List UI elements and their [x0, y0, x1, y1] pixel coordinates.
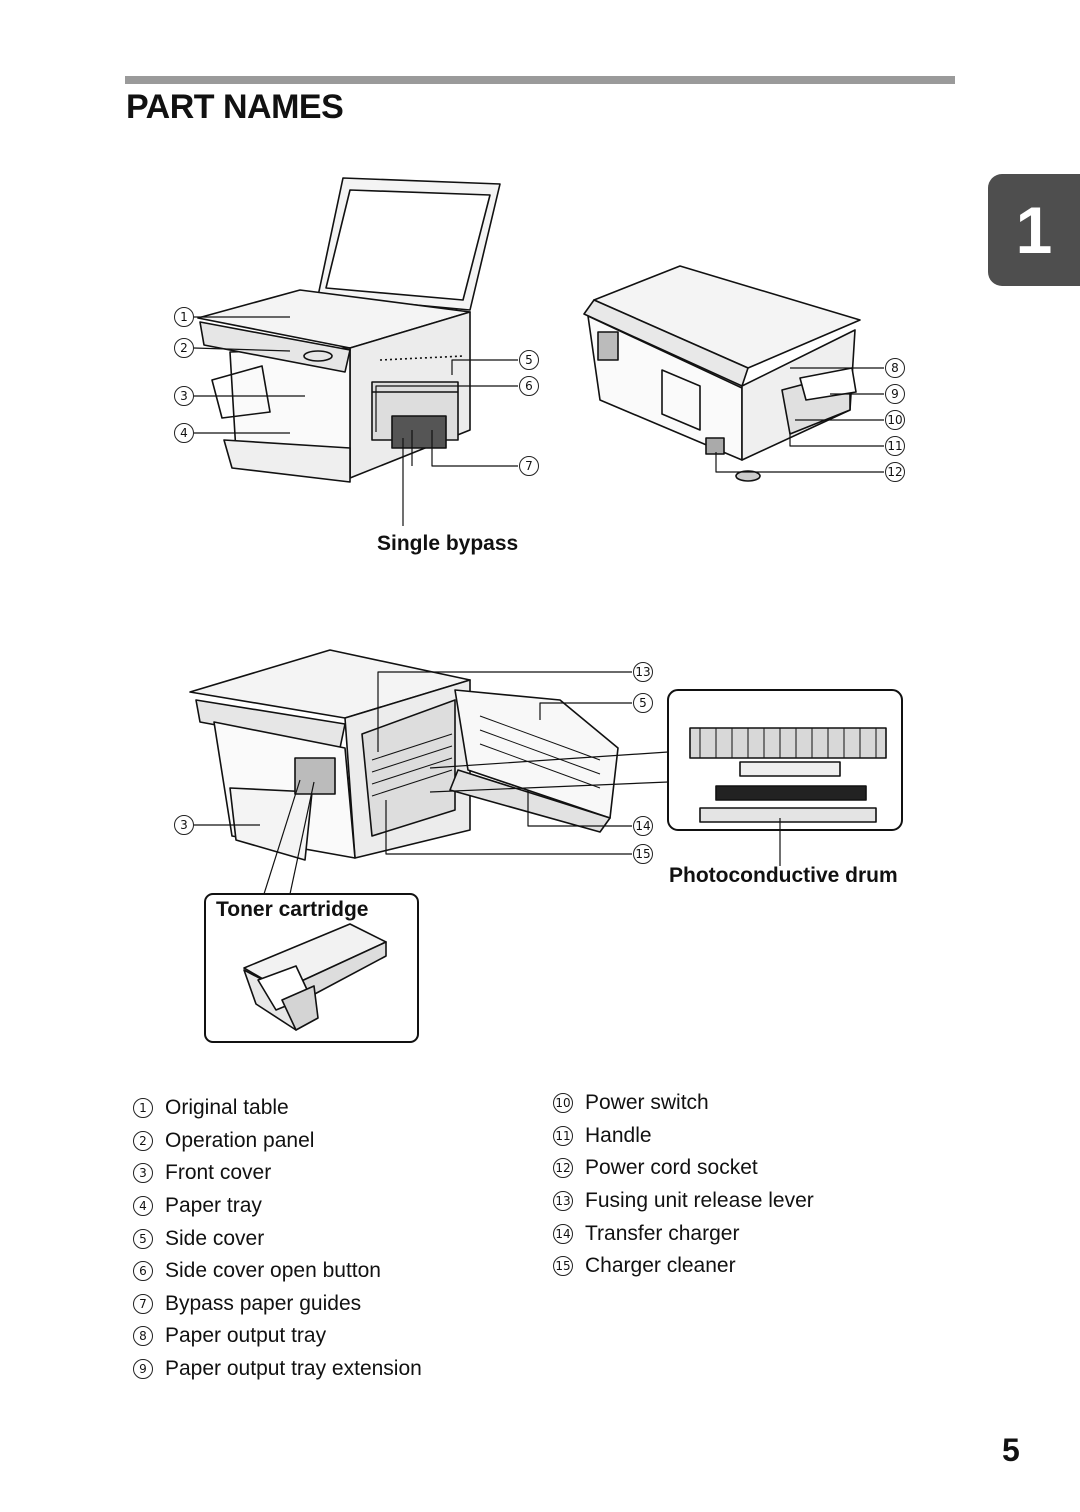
part-number: 1 [133, 1098, 153, 1119]
callout-number: 13 [633, 662, 653, 682]
callout-number: 3 [174, 815, 194, 835]
list-item: 5 Side cover [133, 1222, 422, 1255]
part-number: 12 [553, 1158, 573, 1179]
part-number: 8 [133, 1326, 153, 1347]
part-name: Paper tray [165, 1194, 262, 1218]
copier-rear-view-illustration [583, 265, 861, 482]
callout-number: 6 [519, 376, 539, 396]
list-item: 8 Paper output tray [133, 1320, 422, 1353]
callout-number: 3 [174, 386, 194, 406]
callout-number: 5 [519, 350, 539, 370]
part-name: Power cord socket [585, 1156, 758, 1180]
part-name: Charger cleaner [585, 1254, 736, 1278]
callout-number: 10 [885, 410, 905, 430]
photoconductive-drum-inset [667, 689, 903, 831]
part-number: 7 [133, 1293, 153, 1314]
part-name: Fusing unit release lever [585, 1189, 814, 1213]
callout-number: 11 [885, 436, 905, 456]
part-name: Side cover [165, 1226, 265, 1250]
copier-open-side-illustration [189, 649, 619, 861]
list-item: 3 Front cover [133, 1157, 422, 1190]
list-item: 7 Bypass paper guides [133, 1288, 422, 1321]
header-rule [125, 76, 955, 84]
part-name: Power switch [585, 1091, 709, 1115]
part-names-list-left: 1 Original table 2 Operation panel 3 Front … [133, 1092, 422, 1385]
part-number: 6 [133, 1261, 153, 1282]
part-name: Transfer charger [585, 1221, 740, 1245]
callout-number: 14 [633, 816, 653, 836]
page-number: 5 [1002, 1432, 1020, 1468]
caption-toner-cartridge: Toner cartridge [216, 898, 369, 921]
part-number: 5 [133, 1228, 153, 1249]
callout-number: 8 [885, 358, 905, 378]
list-item: 4 Paper tray [133, 1190, 422, 1223]
part-name: Bypass paper guides [165, 1291, 362, 1315]
part-number: 9 [133, 1359, 153, 1380]
list-item: 9 Paper output tray extension [133, 1353, 422, 1386]
part-number: 13 [553, 1191, 573, 1212]
toner-cartridge-inset [204, 893, 419, 1043]
callout-number: 4 [174, 423, 194, 443]
list-item: 1 Original table [133, 1092, 422, 1125]
part-number: 3 [133, 1163, 153, 1184]
callout-number: 9 [885, 384, 905, 404]
list-item: 10 Power switch [553, 1087, 814, 1120]
list-item: 2 Operation panel [133, 1125, 422, 1158]
list-item: 13 Fusing unit release lever [553, 1185, 814, 1218]
part-name: Front cover [165, 1161, 272, 1185]
copier-front-view-illustration [197, 177, 501, 483]
part-number: 11 [553, 1125, 573, 1146]
part-name: Operation panel [165, 1128, 315, 1152]
callout-number: 5 [633, 693, 653, 713]
list-item: 6 Side cover open button [133, 1255, 422, 1288]
part-name: Side cover open button [165, 1259, 381, 1283]
part-number: 14 [553, 1223, 573, 1244]
list-item: 14 Transfer charger [553, 1217, 814, 1250]
caption-single-bypass: Single bypass [377, 532, 519, 555]
part-name: Paper output tray extension [165, 1357, 422, 1381]
callout-number: 15 [633, 844, 653, 864]
part-names-list-right: 10 Power switch 11 Handle 12 Power cord soc… [553, 1087, 814, 1283]
caption-photoconductive-drum: Photoconductive drum [669, 864, 898, 887]
chapter-tab: 1 [988, 174, 1080, 286]
list-item: 11 Handle [553, 1120, 814, 1153]
part-number: 2 [133, 1130, 153, 1151]
part-number: 15 [553, 1256, 573, 1277]
part-name: Handle [585, 1123, 652, 1147]
part-name: Original table [165, 1096, 289, 1120]
list-item: 12 Power cord socket [553, 1152, 814, 1185]
callout-number: 12 [885, 462, 905, 482]
callout-number: 2 [174, 338, 194, 358]
part-name: Paper output tray [165, 1324, 327, 1348]
callout-number: 1 [174, 307, 194, 327]
callout-number: 7 [519, 456, 539, 476]
list-item: 15 Charger cleaner [553, 1250, 814, 1283]
part-number: 4 [133, 1196, 153, 1217]
page-title: PART NAMES [126, 88, 344, 126]
part-number: 10 [553, 1093, 573, 1114]
